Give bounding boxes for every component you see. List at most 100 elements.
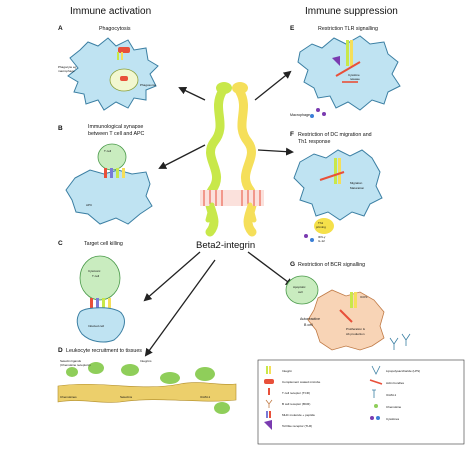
panel-d-label-icam1: ICAM-1: [200, 395, 210, 399]
panel-b-title-line2: between T cell and APC: [88, 131, 145, 137]
legend-right-column: Lipopolysaccharide (LPS) Actin bundles I…: [369, 365, 420, 421]
panel-d-title: Leukocyte recruitment to tissues: [66, 348, 142, 354]
panel-f-label-th1: Th1: [318, 221, 324, 225]
legend-item-lps: Lipopolysaccharide (LPS): [371, 365, 420, 375]
panel-a: A Phagocytosis Phagocyte eg macrophage P…: [58, 25, 159, 111]
panel-e-label-cytokine: Cytokine: [348, 73, 360, 77]
panel-d-label-integrins: Integrins: [140, 359, 152, 363]
phagosome-microbe: [120, 76, 128, 81]
legend-item-cytokines: Cytokines: [370, 416, 400, 421]
svg-text:Chemokine: Chemokine: [386, 405, 402, 409]
arrow-to-e: [254, 70, 292, 101]
legend-item-bcr: B cell receptor (BCR): [265, 399, 310, 408]
panel-b-label-tcell: T cell: [104, 149, 111, 153]
panel-b-label-apc: APC: [86, 203, 93, 207]
panel-a-title: Phagocytosis: [99, 26, 131, 32]
panel-f-label-maturation: Maturation: [350, 186, 365, 190]
panel-g-label-icos: ICOS: [360, 295, 367, 299]
svg-text:ICAM-1: ICAM-1: [386, 393, 396, 397]
legend-item-actin: Actin bundles: [369, 379, 405, 385]
panel-c-letter: C: [58, 240, 63, 247]
panel-a-letter: A: [58, 25, 63, 32]
legend-item-complement-microbe: Complement coated microbe: [264, 379, 321, 384]
membrane-segment: [200, 190, 264, 206]
beta2-integrin-label: Beta2-integrin: [196, 240, 255, 251]
panel-g-label-ab-production: Ab production: [346, 332, 365, 336]
panel-d-label-chemokine-receptors: (Chemokine receptors): [60, 363, 91, 367]
panel-f-label-migration: Migration: [350, 181, 363, 185]
legend-item-tcr: T cell receptor (TCR): [268, 388, 310, 395]
svg-text:Cytokines: Cytokines: [386, 417, 400, 421]
panel-e-label-macrophage: Macrophage: [290, 113, 310, 117]
panel-f-title-line2: Th1 response: [298, 139, 330, 145]
svg-text:B cell receptor (BCR): B cell receptor (BCR): [282, 402, 310, 406]
panel-d-letter: D: [58, 347, 63, 354]
panel-a-label-phagocyte: Phagocyte eg: [58, 65, 77, 69]
svg-text:Actin bundles: Actin bundles: [386, 381, 405, 385]
svg-text:T cell receptor (TCR): T cell receptor (TCR): [282, 391, 310, 395]
apoptotic-cell: [285, 275, 319, 305]
panel-f-label-ifng: IFN-γ: [318, 235, 326, 239]
legend-box: [257, 359, 465, 445]
panel-f: F Restriction of DC migration and Th1 re…: [290, 131, 383, 243]
panel-e-label-release: release: [350, 77, 360, 81]
arrow-to-f: [257, 147, 294, 156]
arrow-to-g: [247, 251, 294, 287]
panel-b: B Immunological synapse between T cell a…: [58, 124, 153, 225]
cytotoxic-t-cell: [79, 255, 121, 301]
arrows: [143, 70, 294, 357]
panel-f-title-line1: Restriction of DC migration and: [298, 132, 372, 138]
header-immune-activation: Immune activation: [70, 6, 151, 17]
header-immune-suppression: Immune suppression: [305, 6, 398, 17]
panel-e-letter: E: [290, 25, 295, 32]
panel-c-title: Target cell killing: [84, 241, 123, 247]
panel-b-letter: B: [58, 125, 63, 132]
panel-c-label-infected: Infected cell: [88, 324, 104, 328]
arrow-to-b: [158, 144, 206, 169]
legend-item-icam1: ICAM-1: [372, 389, 396, 398]
panel-g-title: Restriction of BCR signalling: [298, 262, 365, 268]
legend-item-integrin: Integrin: [266, 366, 292, 374]
central-integrin: [200, 82, 264, 237]
panel-g-label-proliferation: Proliferation &: [346, 327, 365, 331]
panel-f-label-priming: priming: [316, 225, 326, 229]
legend-item-mhc: MHC molecule + peptide: [266, 411, 315, 418]
legend-item-tlr: Toll like receptor (TLR): [264, 420, 312, 430]
svg-text:Complement coated microbe: Complement coated microbe: [282, 380, 321, 384]
panel-g-label-cell: cell: [298, 290, 303, 294]
legend-item-chemokine: Chemokine: [374, 404, 402, 409]
panel-g-label-apoptotic: Apoptotic: [293, 285, 306, 289]
complement-coated-microbe: [118, 47, 130, 53]
integrin-beta-head: [232, 82, 248, 94]
dendritic-cell: [293, 149, 383, 221]
panel-d-label-selectin-ligands: Selectin ligands: [60, 359, 82, 363]
integrin-alpha-head: [216, 82, 232, 94]
svg-text:Toll like receptor (TLR): Toll like receptor (TLR): [282, 424, 312, 428]
panel-g: G Restriction of BCR signalling Apoptoti…: [285, 261, 411, 351]
arrow-to-d: [144, 259, 216, 357]
panel-g-letter: G: [290, 261, 295, 268]
arrow-to-c: [143, 251, 201, 302]
panel-f-letter: F: [290, 131, 294, 138]
legend: Integrin Complement coated microbe T cel…: [257, 359, 465, 445]
svg-text:Integrin: Integrin: [282, 369, 292, 373]
panel-g-label-bcell: B cell: [304, 323, 313, 327]
arrow-to-a: [178, 86, 206, 101]
panel-a-label-phagosome: Phagosome: [140, 83, 156, 87]
panel-d-label-selectins: Selectins: [120, 395, 133, 399]
panel-g-label-autoreactive: Autoreactive: [300, 317, 320, 321]
legend-left-column: Integrin Complement coated microbe T cel…: [264, 366, 321, 430]
panel-d-label-chemokines: Chemokines: [60, 395, 77, 399]
svg-text:MHC molecule + peptide: MHC molecule + peptide: [282, 413, 315, 417]
svg-text:Lipopolysaccharide (LPS): Lipopolysaccharide (LPS): [386, 369, 420, 373]
t-cell-b: [97, 143, 127, 171]
vessel-wall: [57, 382, 237, 403]
panel-f-label-il12: IL-12: [318, 239, 325, 243]
panel-b-title-line1: Immunological synapse: [88, 124, 143, 130]
panel-e-title: Restriction TLR signalling: [318, 26, 378, 32]
panel-c: C Target cell killing Cytotoxic T cell I…: [58, 240, 125, 343]
apc-cell: [65, 169, 153, 225]
panel-a-label-macrophage: macrophage: [58, 69, 75, 73]
panel-e: E Restriction TLR signalling Cytokine re…: [290, 25, 401, 118]
